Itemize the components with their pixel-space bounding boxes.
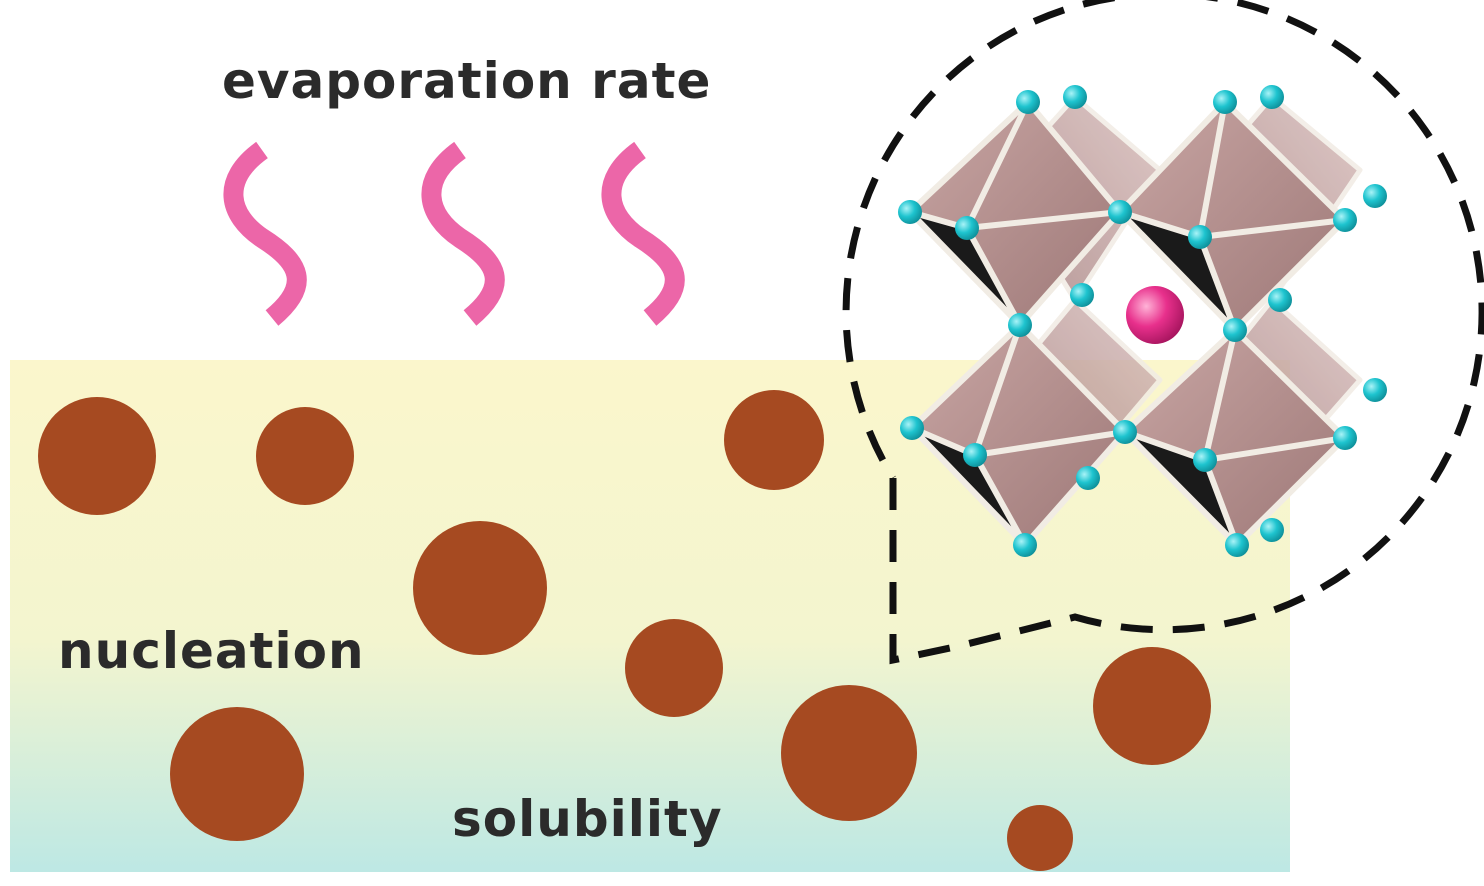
- particle: [1093, 647, 1211, 765]
- particle-group: [38, 390, 1211, 871]
- particle: [38, 397, 156, 515]
- particle: [1007, 805, 1073, 871]
- vapor-icon: [601, 141, 685, 326]
- perovskite-crystal-icon: [898, 85, 1387, 557]
- nucleation-label: nucleation: [58, 622, 365, 680]
- solubility-label: solubility: [452, 790, 723, 848]
- particle: [781, 685, 917, 821]
- particle: [625, 619, 723, 717]
- evaporation-rate-label: evaporation rate: [222, 52, 712, 110]
- vapor-icon: [421, 141, 505, 326]
- vapor-icon: [223, 141, 307, 326]
- particle: [170, 707, 304, 841]
- particle: [413, 521, 547, 655]
- magnification-outline: [842, 0, 1484, 665]
- vapor-group: [223, 141, 685, 326]
- particle: [256, 407, 354, 505]
- particle: [724, 390, 824, 490]
- center-cation: [1126, 286, 1184, 344]
